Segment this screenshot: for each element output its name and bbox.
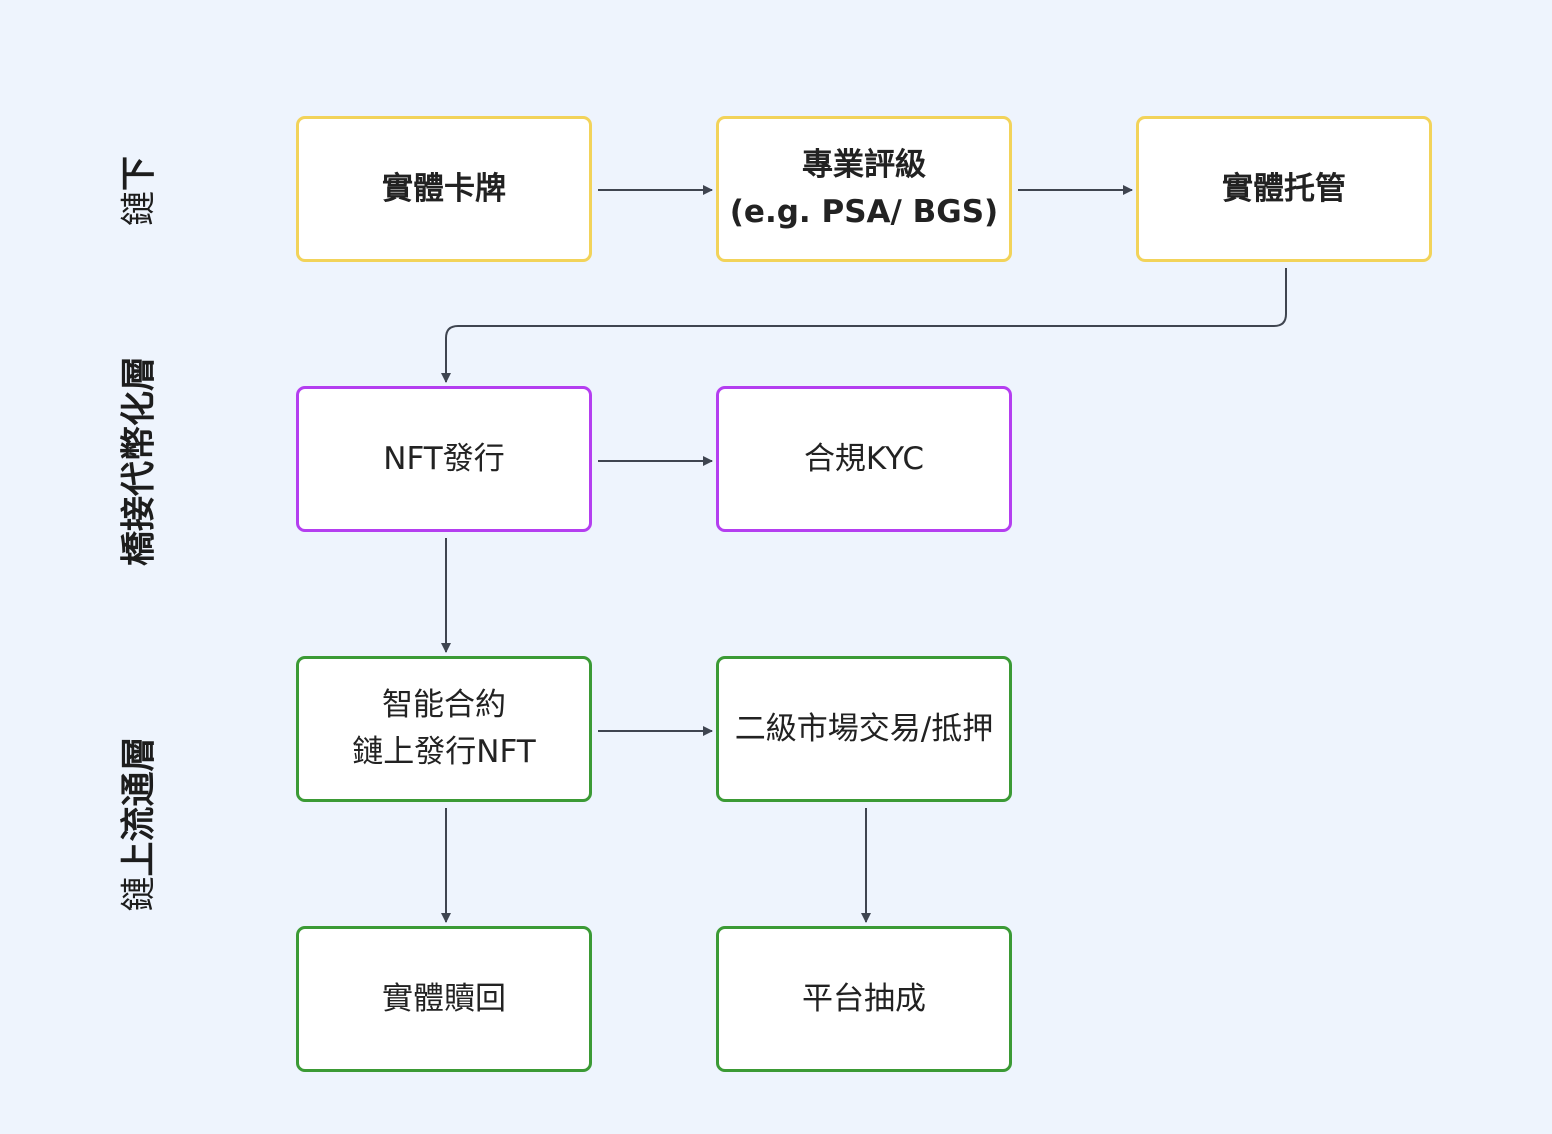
node-smart-contract-label-line2: 鏈上發行NFT (352, 734, 536, 770)
node-platform-fee[interactable]: 平台抽成 (716, 926, 1012, 1072)
node-nft-issuance-label: NFT發行 (383, 440, 505, 477)
node-grading-label-line1: 專業評級 (802, 147, 926, 183)
node-redemption[interactable]: 實體贖回 (296, 926, 592, 1072)
layer-label-offchain-main: 下 (119, 155, 160, 191)
node-smart-contract-label-line1: 智能合約 (382, 687, 506, 723)
node-kyc-label: 合規KYC (803, 440, 925, 477)
edge-custody-to-nft-issuance (441, 268, 1287, 383)
node-smart-contract[interactable]: 智能合約 鏈上發行NFT (296, 656, 592, 802)
layer-label-bridge-main: 橋接代幣化層 (119, 355, 160, 567)
node-physical-card[interactable]: 實體卡牌 (296, 116, 592, 262)
layer-label-bridge: 橋接代幣化層 (111, 356, 162, 566)
node-secondary-market-label: 二級市場交易/抵押 (734, 710, 994, 747)
node-physical-card-label: 實體卡牌 (382, 170, 506, 207)
node-platform-fee-label: 平台抽成 (802, 980, 926, 1017)
layer-label-onchain: 鏈上流通層 (111, 736, 162, 911)
node-custody-label: 實體托管 (1222, 170, 1346, 207)
layer-label-offchain-prefix: 鏈 (119, 191, 160, 227)
node-secondary-market[interactable]: 二級市場交易/抵押 (716, 656, 1012, 802)
node-grading[interactable]: 專業評級 (e.g. PSA/ BGS) (716, 116, 1012, 262)
node-grading-label-line2: (e.g. PSA/ BGS) (729, 194, 999, 230)
node-redemption-label: 實體贖回 (382, 980, 506, 1017)
node-kyc[interactable]: 合規KYC (716, 386, 1012, 532)
node-custody[interactable]: 實體托管 (1136, 116, 1432, 262)
layer-label-onchain-prefix: 鏈 (119, 876, 160, 912)
layer-label-offchain: 鏈下 (111, 156, 162, 226)
node-nft-issuance[interactable]: NFT發行 (296, 386, 592, 532)
layer-label-onchain-main: 上流通層 (119, 736, 160, 877)
